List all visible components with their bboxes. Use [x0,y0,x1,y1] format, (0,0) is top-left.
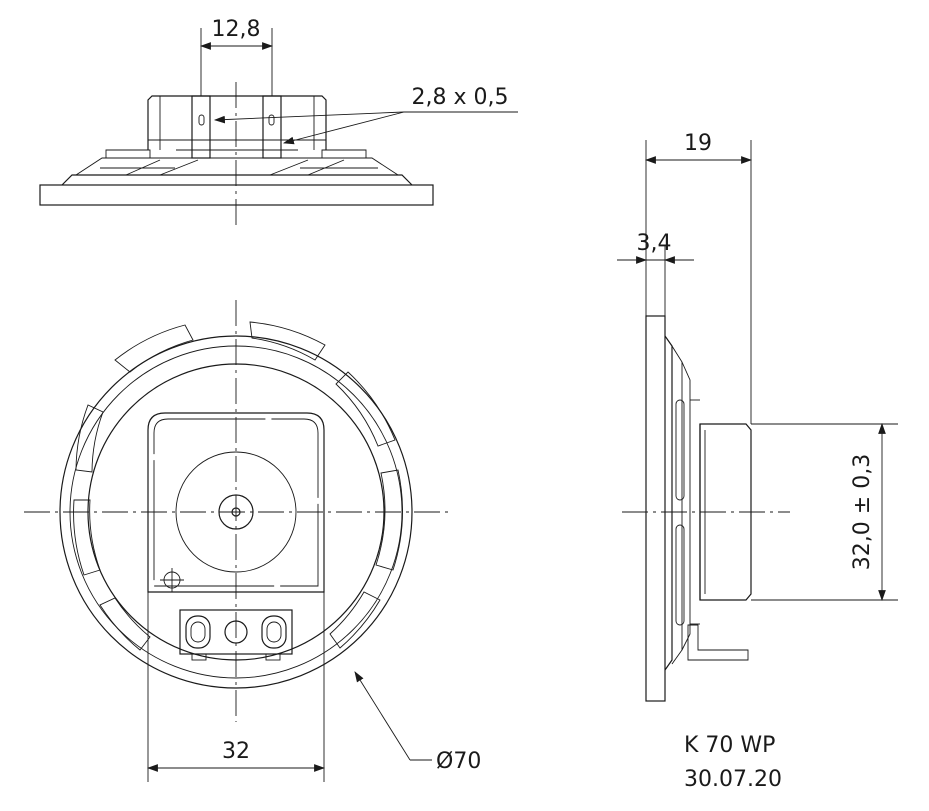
side-view [617,140,898,702]
top-profile-view [39,28,518,228]
date-label: 30.07.20 [684,767,782,792]
dim-outer-diameter: Ø70 [436,749,481,774]
front-view [24,300,448,782]
dim-magnet-diameter: 32,0 ± 0,3 [850,454,875,570]
dim-terminal-spacing: 12,8 [212,17,261,42]
model-label: K 70 WP [684,733,775,758]
dim-mounting-width: 32 [222,739,250,764]
dim-frame-depth: 3,4 [637,231,672,256]
dim-total-depth: 19 [684,131,712,156]
dim-terminal-size: 2,8 x 0,5 [412,85,509,110]
